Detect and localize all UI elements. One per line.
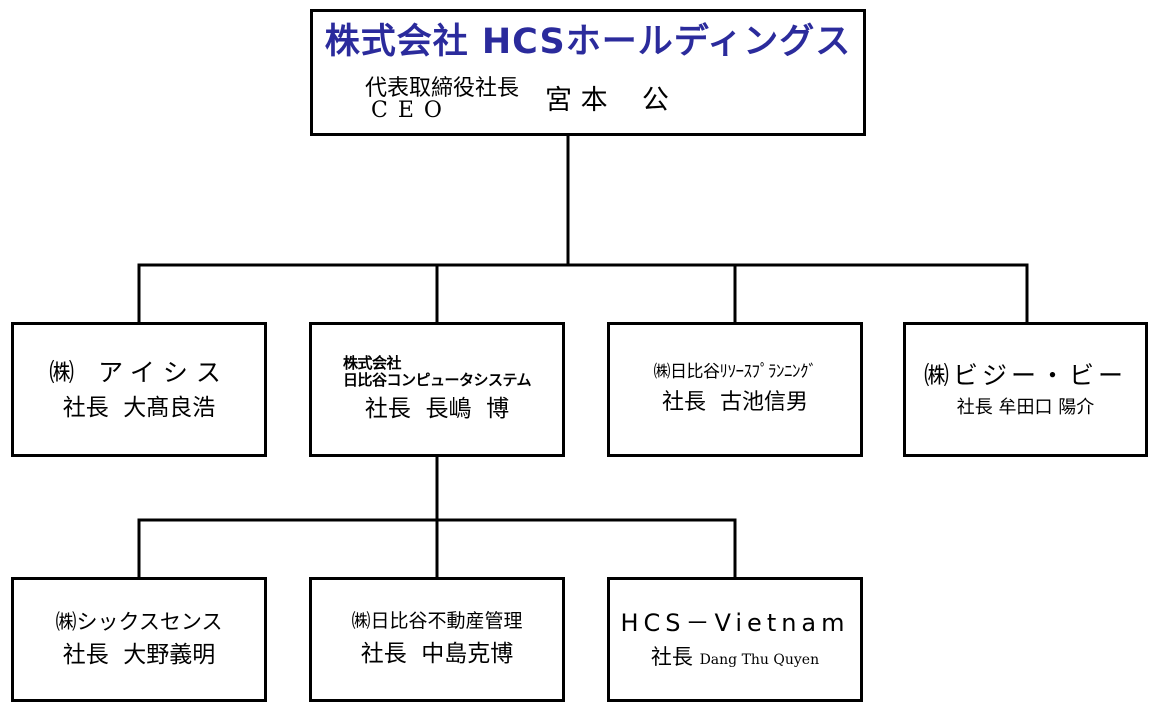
hibiya-computer-system-logo: 株式会社 日比谷コンピュータシステム — [342, 354, 532, 390]
president-name: 社長 中島克博 — [360, 641, 514, 667]
company-name: ㈱ビジー・ビー — [923, 360, 1127, 390]
company-box-aisis: ㈱ アイシス 社長 大髙良浩 — [11, 322, 267, 457]
president-name: 社長 古池信男 — [662, 390, 808, 416]
logo-line-1: 株式会社 — [342, 354, 402, 373]
company-name: HCS－Vietnam — [620, 609, 850, 638]
president-title: 社長 — [650, 645, 693, 670]
company-box-sixth-sense: ㈱シックスセンス 社長 大野義明 — [11, 577, 267, 702]
company-name: ㈱ アイシス — [49, 357, 229, 387]
president-name: 社長 大野義明 — [62, 642, 216, 669]
hcs-holdings-logo: 株式会社 HCSホールディングス — [324, 22, 852, 62]
company-name: ㈱日比谷ﾘｿｰｽﾌﾟﾗﾝﾆﾝｸﾞ — [653, 362, 818, 383]
company-box-hibiya-fudosan-kanri: ㈱日比谷不動産管理 社長 中島克博 — [309, 577, 565, 702]
president-name: Dang Thu Quyen — [699, 652, 820, 669]
ceo-name: 宮 本 公 — [545, 85, 669, 116]
company-box-hibiya-computer-system: 株式会社 日比谷コンピュータシステム 社長 長嶋 博 — [309, 322, 565, 457]
holding-company-box: 株式会社 HCSホールディングス 代表取締役社長 CEO 宮 本 公 — [310, 9, 866, 136]
company-name: ㈱シックスセンス — [55, 610, 223, 634]
logo-line-2: 日比谷コンピュータシステム — [342, 371, 532, 390]
president-name: 社長 大髙良浩 — [62, 394, 216, 421]
company-name: ㈱日比谷不動産管理 — [351, 610, 523, 633]
president-name: 社長 長嶋 博 — [364, 396, 510, 423]
company-box-hibiya-resource-planning: ㈱日比谷ﾘｿｰｽﾌﾟﾗﾝﾆﾝｸﾞ 社長 古池信男 — [607, 322, 863, 457]
ceo-title-en: CEO — [371, 98, 452, 123]
company-box-hcs-vietnam: HCS－Vietnam 社長 Dang Thu Quyen — [607, 577, 863, 702]
ceo-title-jp: 代表取締役社長 — [365, 76, 520, 101]
president-line: 社長 Dang Thu Quyen — [651, 644, 819, 670]
company-box-busy-bee: ㈱ビジー・ビー 社長 牟田口 陽介 — [903, 322, 1148, 457]
ceo-info: 代表取締役社長 CEO 宮 本 公 — [313, 64, 863, 133]
president-name: 社長 牟田口 陽介 — [956, 396, 1095, 418]
